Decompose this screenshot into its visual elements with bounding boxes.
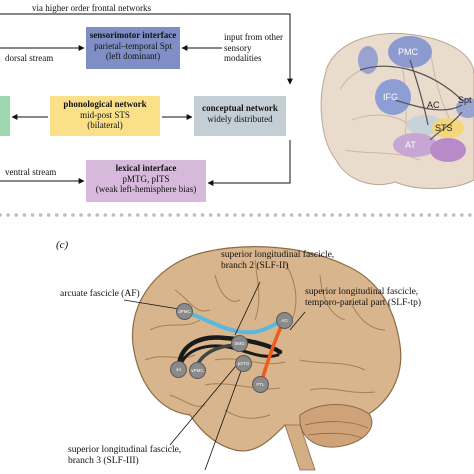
af-label: arcuate fascicle (AF) (60, 289, 140, 299)
lexical-line1: pMTG, pITS (122, 173, 170, 184)
node-ptl: PTL (253, 377, 268, 392)
region-pmc: PMC (398, 47, 418, 57)
large-brain-illustration (123, 246, 402, 471)
conceptual-box: conceptual network widely distributed (194, 96, 286, 136)
dorsal-stream-label: dorsal stream (5, 53, 54, 63)
green-box-edge (0, 96, 10, 136)
region-at: AT (405, 140, 416, 150)
slftp-label: superior longitudinal fascicle, temporo-… (305, 287, 422, 308)
sensorimotor-line2: (left dominant) (105, 51, 161, 61)
phonological-line1: mid-post STS (80, 109, 130, 120)
panel-c-label: (c) (56, 239, 69, 251)
sensorimotor-box: sensorimotor interface parietal–temporal… (86, 27, 180, 69)
small-brain-illustration (320, 32, 474, 189)
node-pstg: pSTG (236, 356, 251, 371)
region-sts: STS (435, 123, 453, 133)
conceptual-title: conceptual network (202, 103, 278, 113)
lexical-title: lexical interface (115, 163, 177, 173)
node-smg: SMG (232, 336, 247, 351)
phonological-box: phonological network mid-post STS (bilat… (50, 96, 160, 136)
input-label: input from other sensory modalities (224, 32, 283, 63)
conceptual-line1: widely distributed (207, 113, 273, 124)
sensorimotor-title: sensorimotor interface (89, 30, 177, 40)
phonological-line2: (bilateral) (87, 120, 123, 130)
node-dpmc: dPMC (177, 304, 192, 319)
feedback-label: via higher order frontal networks (32, 3, 151, 13)
sensorimotor-line1: parietal–temporal Spt (94, 40, 172, 51)
node-vpmc: vPMC (190, 363, 205, 378)
lexical-line2: (weak left-hemisphere bias) (95, 184, 197, 194)
ventral-stream-label: ventral stream (5, 167, 57, 177)
lexical-box: lexical interface pMTG, pITS (weak left-… (86, 160, 206, 202)
node-44: 44 (171, 362, 186, 377)
node-ag: AG (277, 313, 292, 328)
phonological-title: phonological network (63, 99, 147, 109)
region-ac: AC (427, 100, 440, 110)
region-ifg: IFG (383, 92, 398, 102)
region-spt: Spt (458, 95, 472, 105)
slf3-label: superior longitudinal fascicle, branch 3… (68, 445, 182, 466)
slf2-label: superior longitudinal fascicle, branch 2… (221, 250, 335, 271)
